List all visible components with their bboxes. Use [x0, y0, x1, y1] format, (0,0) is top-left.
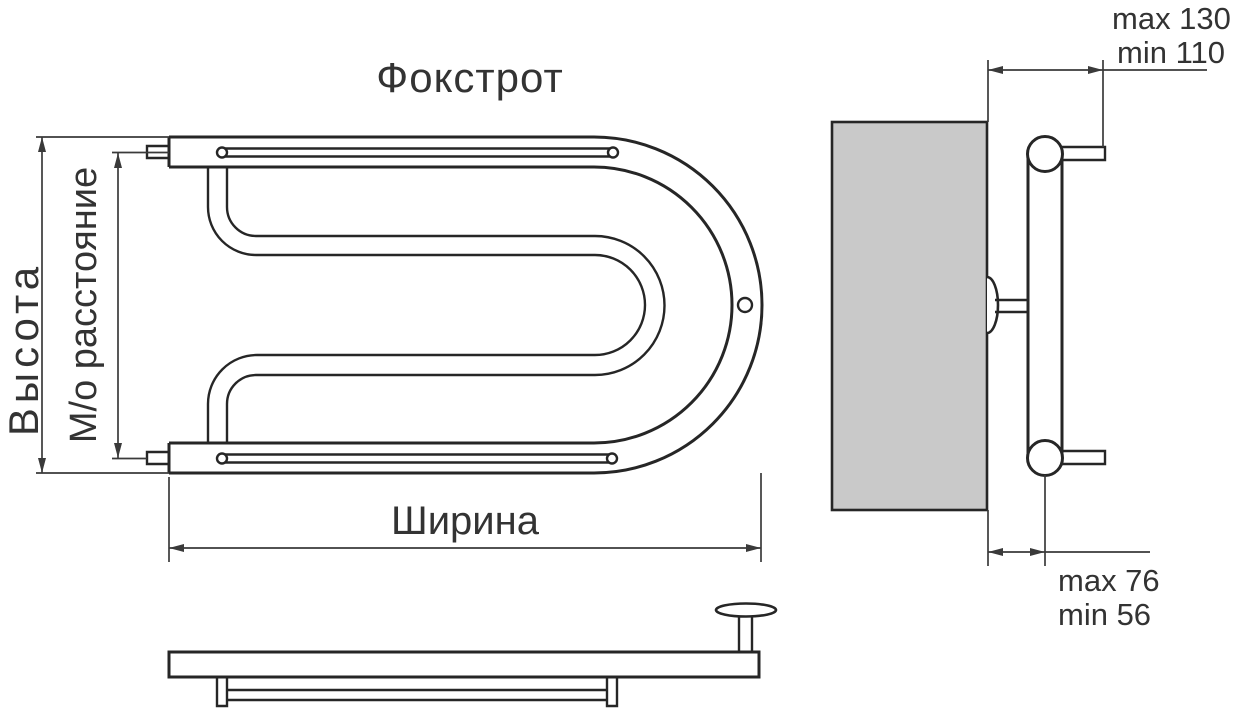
plan-left-post [215, 677, 229, 708]
top-rod-left-end [215, 146, 229, 159]
side-top-max-label: max 130 [1112, 1, 1231, 36]
side-bottom-min-label: min 56 [1058, 597, 1152, 632]
bottom-rod-right-end [605, 452, 619, 465]
pipe-bottom-bend [1026, 439, 1064, 477]
serpentine-tube-edge-b [225, 167, 666, 443]
bottom-left-stub [145, 450, 169, 466]
arrow-down-icon [114, 443, 122, 458]
plan-view [167, 602, 778, 708]
bottom-connection-stub [1062, 449, 1107, 466]
plan-right-post [605, 677, 619, 708]
arrow-right-icon [1030, 548, 1045, 556]
arrow-up-icon [38, 137, 46, 152]
plan-bracket-cap [714, 602, 778, 618]
arrow-up-icon [114, 153, 122, 168]
side-bottom-max-label: max 76 [1058, 563, 1160, 598]
arrow-right-icon [746, 544, 761, 552]
top-rod-right-end [606, 146, 620, 159]
mounting-hole [736, 296, 754, 314]
arrow-left-icon [169, 544, 184, 552]
side-top-min-label: min 110 [1117, 35, 1225, 70]
rail-outer-contour [169, 135, 764, 475]
arrow-left-icon [988, 66, 1003, 74]
rail-inner-contour [169, 165, 734, 445]
front-dimensions [36, 136, 762, 562]
arrow-right-icon [1088, 66, 1103, 74]
arrow-left-icon [988, 548, 1003, 556]
bracket-flange [986, 275, 1000, 335]
bottom-rod-left-end [215, 452, 229, 465]
drawing-title: Фокстрот [376, 54, 564, 101]
pipe-top-bend [1026, 135, 1064, 173]
side-view [830, 120, 1107, 512]
top-connection-stub [1062, 145, 1107, 162]
side-dimensions [987, 60, 1207, 566]
wall [830, 120, 989, 512]
top-towel-rod [215, 146, 620, 159]
bottom-towel-rod [215, 452, 619, 465]
width-label: Ширина [391, 499, 539, 543]
spacing-label: М/о расстояние [63, 166, 105, 444]
height-label: Высота [0, 261, 47, 437]
arrow-down-icon [38, 458, 46, 473]
plan-bar [167, 650, 761, 679]
serpentine-tube-edge-a [206, 167, 647, 443]
front-view [145, 135, 764, 475]
